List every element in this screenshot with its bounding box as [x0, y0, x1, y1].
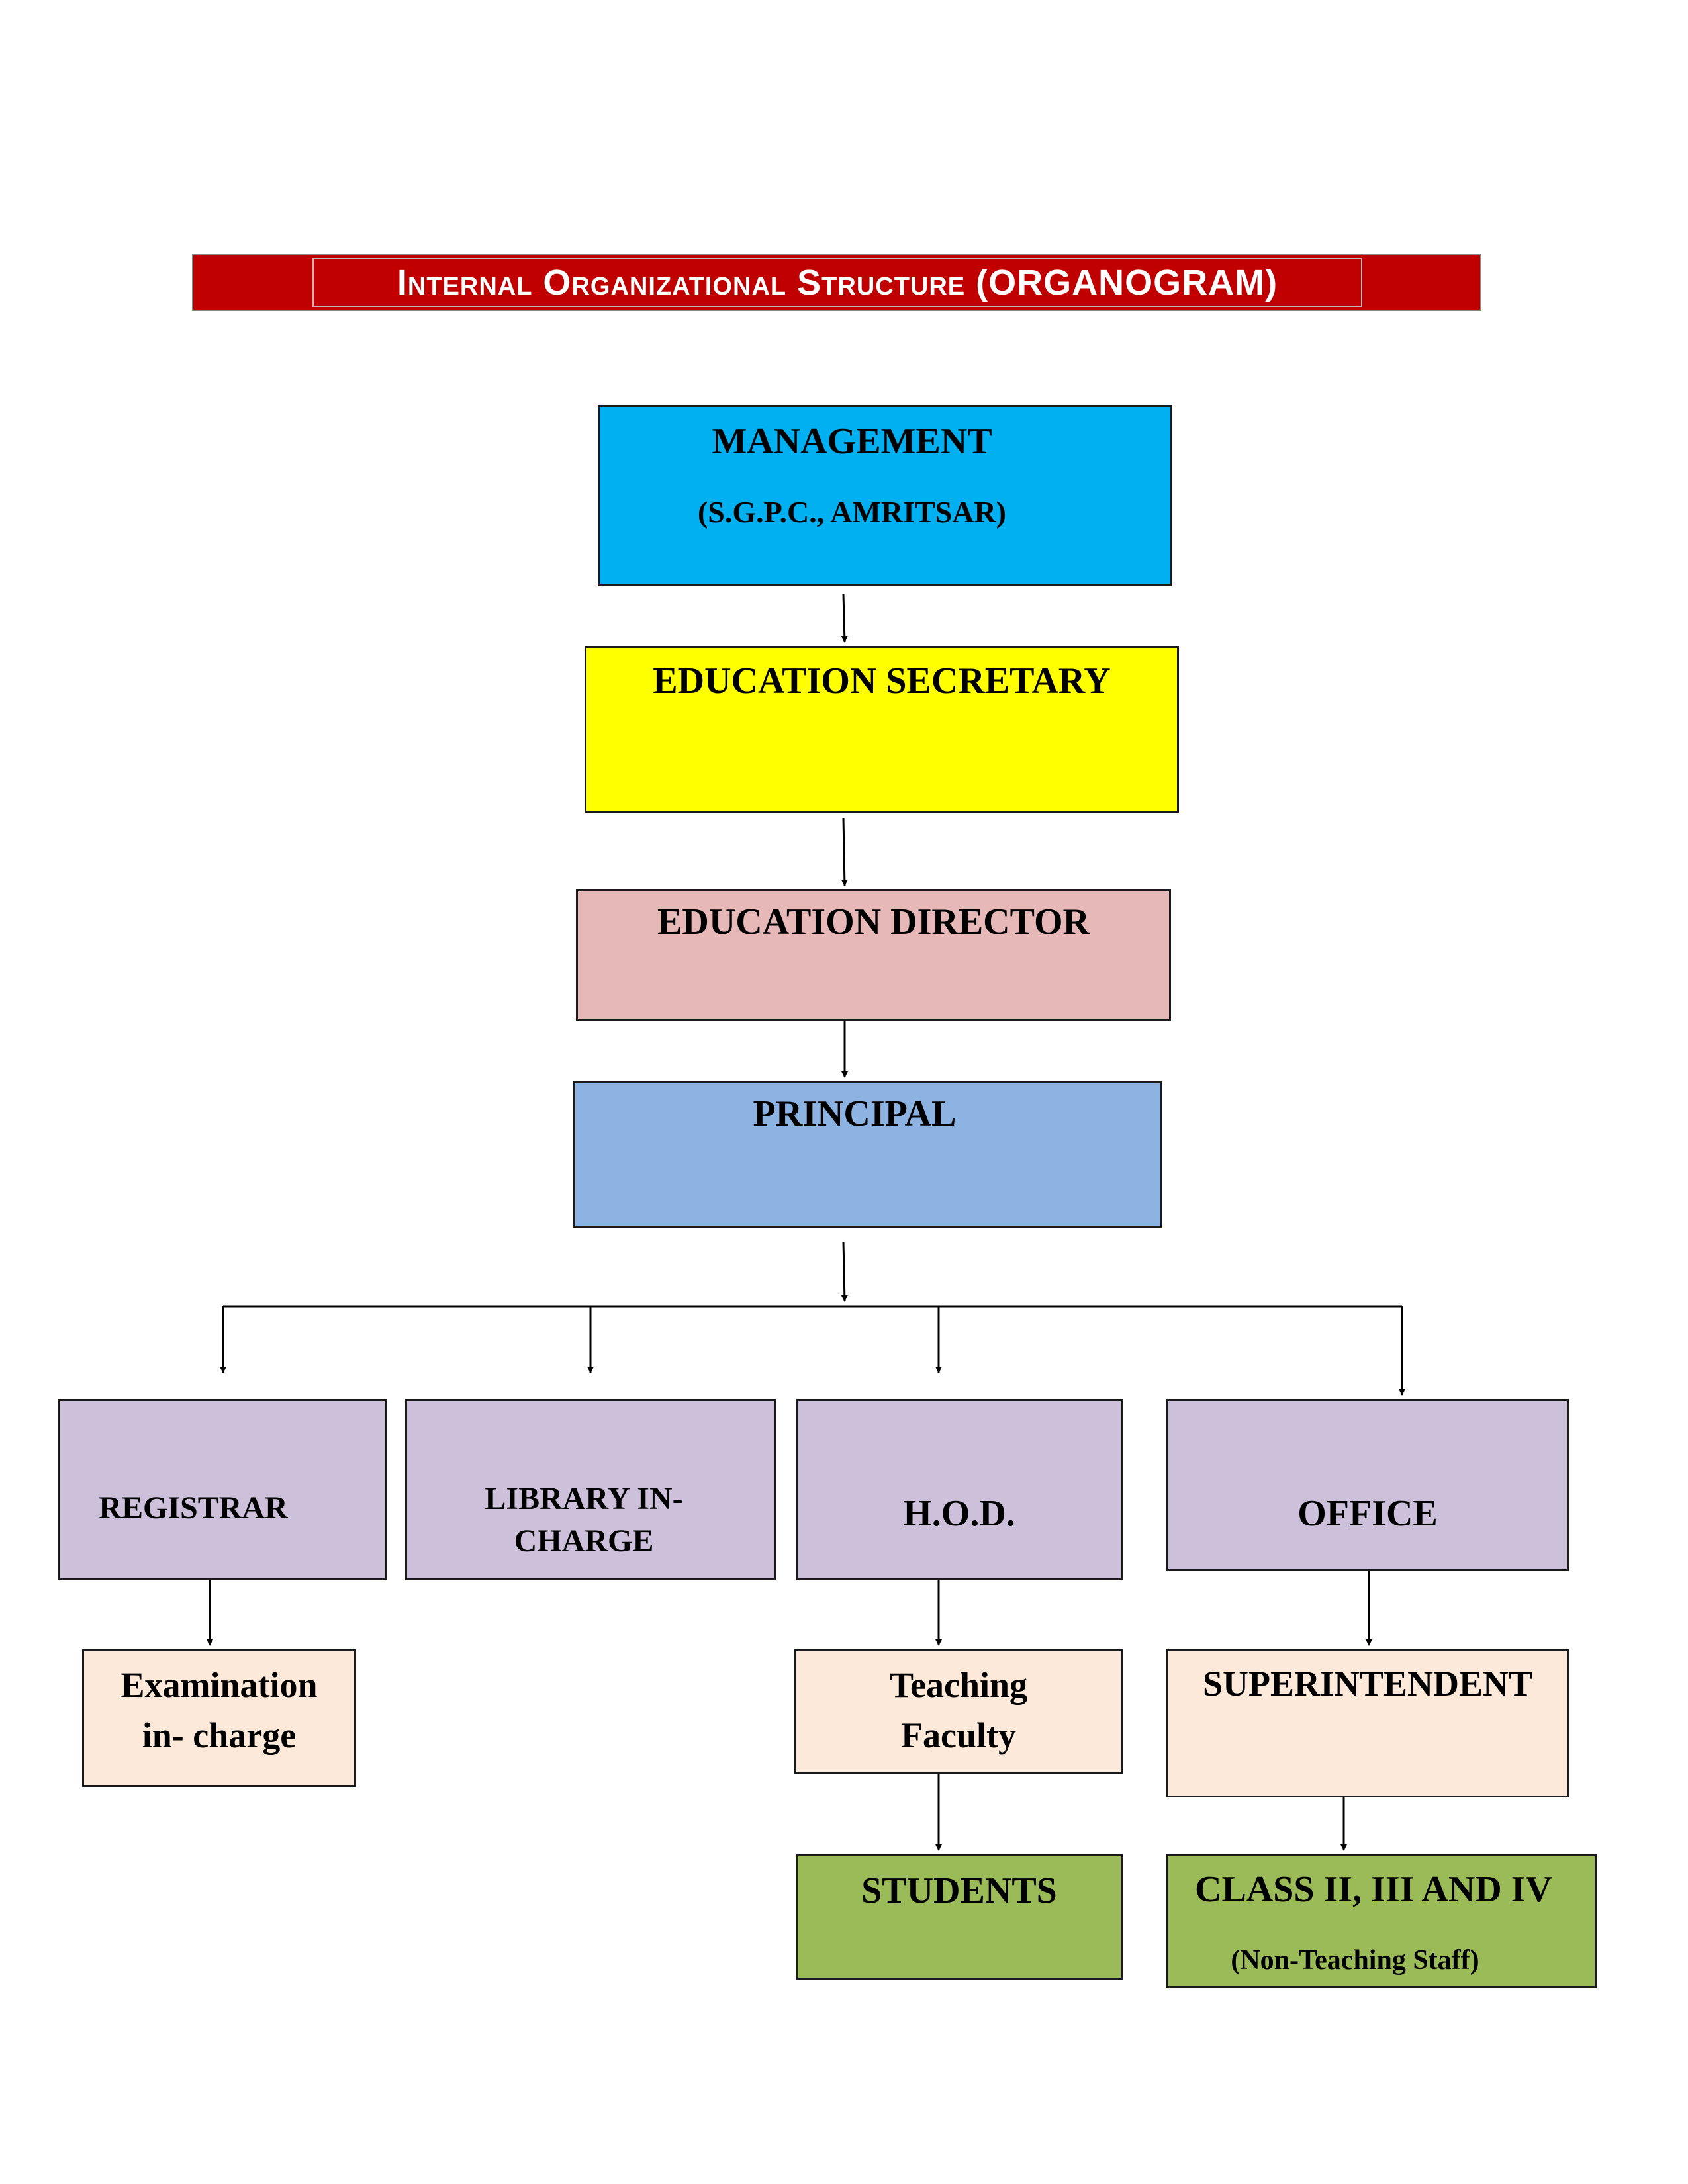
class-staff-label: CLASS II, III AND IV — [1195, 1869, 1552, 1910]
edge-secretary-director — [841, 817, 848, 886]
edge-management-secretary — [841, 594, 848, 643]
node-education-director: EDUCATION DIRECTOR — [576, 889, 1171, 1021]
class-staff-sublabel: (Non-Teaching Staff) — [1231, 1945, 1479, 1976]
examination-incharge-label-line1: Examination — [120, 1665, 318, 1705]
node-library-incharge: LIBRARY IN- CHARGE — [405, 1399, 776, 1580]
superintendent-label: SUPERINTENDENT — [1202, 1664, 1533, 1704]
node-class-staff: CLASS II, III AND IV (Non-Teaching Staff… — [1166, 1854, 1597, 1988]
registrar-label: REGISTRAR — [99, 1490, 288, 1525]
node-students: STUDENTS — [796, 1854, 1123, 1980]
node-superintendent: SUPERINTENDENT — [1166, 1649, 1569, 1797]
management-label: MANAGEMENT — [712, 421, 992, 462]
students-label: STUDENTS — [861, 1870, 1057, 1911]
title-frame: Internal Organizational Structure (ORGAN… — [312, 258, 1362, 307]
office-label: OFFICE — [1297, 1493, 1438, 1534]
teaching-faculty-label-line2: Faculty — [901, 1715, 1016, 1755]
node-teaching-faculty: Teaching Faculty — [794, 1649, 1123, 1774]
title-banner: Internal Organizational Structure (ORGAN… — [192, 254, 1481, 311]
diagram-title: Internal Organizational Structure (ORGAN… — [397, 263, 1278, 302]
library-incharge-label-line1: LIBRARY IN- — [485, 1481, 683, 1516]
principal-label: PRINCIPAL — [753, 1093, 957, 1134]
node-office: OFFICE — [1166, 1399, 1569, 1571]
education-director-label: EDUCATION DIRECTOR — [657, 901, 1090, 942]
node-education-secretary: EDUCATION SECRETARY — [585, 646, 1179, 813]
node-principal: PRINCIPAL — [573, 1081, 1162, 1228]
education-secretary-label: EDUCATION SECRETARY — [653, 660, 1111, 702]
node-registrar: REGISTRAR — [58, 1399, 387, 1580]
hod-label: H.O.D. — [903, 1493, 1015, 1534]
edge-principal-branch — [841, 1241, 848, 1302]
node-hod: H.O.D. — [796, 1399, 1123, 1580]
node-management: MANAGEMENT (S.G.P.C., AMRITSAR) — [598, 405, 1172, 586]
node-examination-incharge: Examination in- charge — [82, 1649, 356, 1787]
library-incharge-label-line2: CHARGE — [514, 1524, 654, 1559]
examination-incharge-label-line2: in- charge — [142, 1715, 297, 1755]
teaching-faculty-label-line1: Teaching — [889, 1665, 1028, 1705]
management-sublabel: (S.G.P.C., AMRITSAR) — [697, 495, 1007, 529]
